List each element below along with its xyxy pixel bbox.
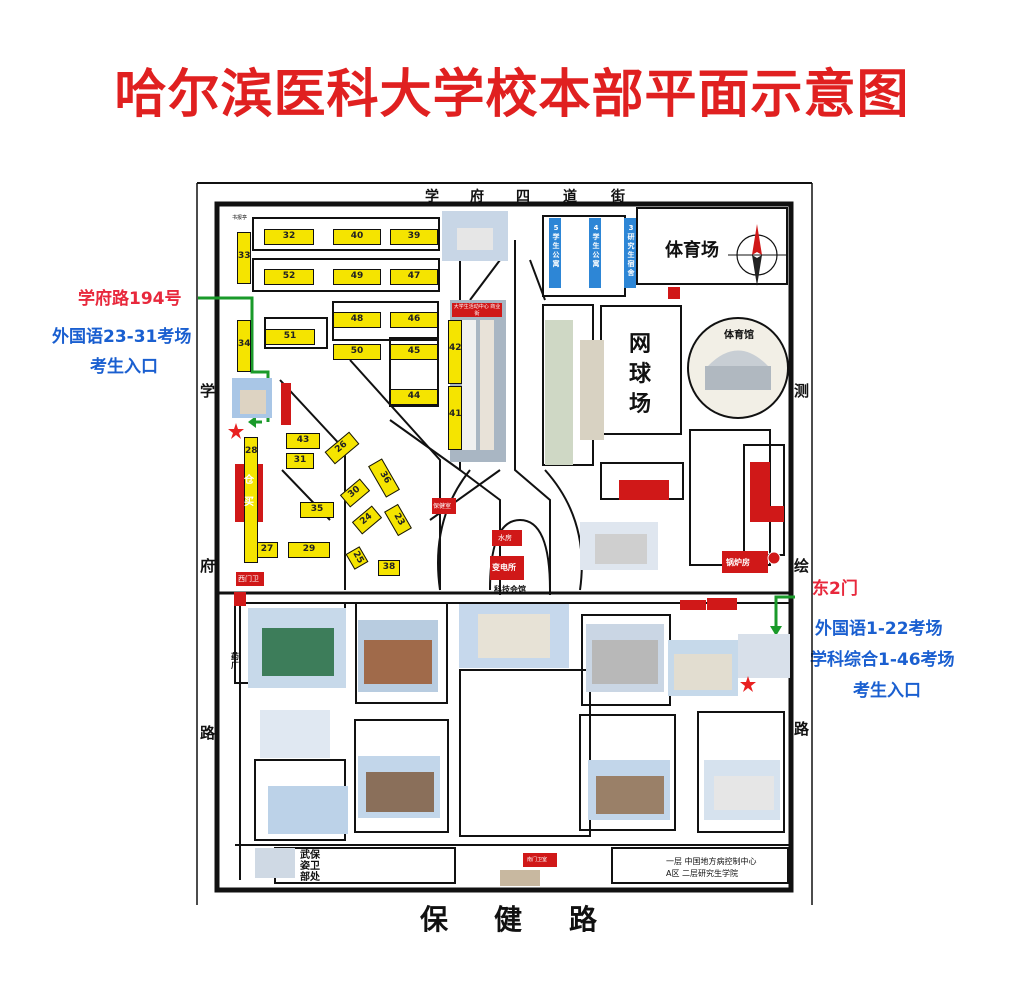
west-road-char-1: 学 — [200, 382, 216, 400]
water-label: 水房 — [498, 534, 512, 542]
building-31: 31 — [286, 453, 314, 469]
building-51: 51 — [265, 329, 315, 345]
east-gate-entrance: 考生入口 — [853, 681, 921, 701]
tennis-court-label: 网 球 场 — [628, 332, 651, 417]
east-gate-rooms-2: 学科综合1-46考场 — [810, 650, 955, 670]
building-46: 46 — [390, 312, 438, 328]
north-road-char-5: 街 — [611, 189, 625, 205]
pharmacy-label: 药厂 — [231, 652, 239, 670]
south-road-char-1: 保 — [420, 903, 449, 936]
west-road-char-2: 府 — [200, 557, 216, 575]
building-47: 47 — [390, 269, 438, 285]
west-gate-entrance: 考生入口 — [90, 357, 158, 377]
north-road-char-2: 府 — [470, 189, 484, 205]
east-road-char-2: 绘 — [794, 557, 810, 575]
west-gate-address: 学府路194号 — [78, 289, 182, 309]
warehouse-label: 仓 买 — [244, 475, 254, 508]
bookstore-label: 书报亭 — [232, 215, 248, 221]
building-39: 39 — [390, 229, 438, 245]
building-42: 42 — [448, 320, 462, 384]
boiler-label: 锅炉房 — [726, 558, 750, 567]
east-gate-rooms-1: 外国语1-22考场 — [815, 619, 943, 639]
dorm-5-label: 5 学生公寓 — [552, 224, 560, 268]
east-road-char-3: 路 — [794, 720, 810, 738]
gym-label: 体育馆 — [724, 330, 754, 341]
building-34: 34 — [237, 320, 251, 372]
legend-line-2: A区 二层研究生学院 — [666, 869, 739, 878]
student-center-label: 大学生活动中心 商业街 — [452, 303, 502, 317]
building-45: 45 — [390, 344, 438, 360]
health-room-label: 保健室 — [433, 503, 452, 510]
dorm-3-label: 3 研究生宿舍 — [627, 224, 635, 277]
power-label: 变电所 — [492, 563, 516, 572]
west-guard-label: 西门卫 — [238, 575, 259, 583]
building-38: 38 — [378, 560, 400, 576]
building-43: 43 — [286, 433, 320, 449]
south-road-char-3: 路 — [569, 903, 598, 936]
building-33: 33 — [237, 232, 251, 284]
building-49: 49 — [333, 269, 381, 285]
security-office-label: 武保 姿卫 部处 — [300, 850, 320, 883]
building-28: 28 — [244, 437, 258, 563]
hall-label: 科技会馆 — [494, 585, 526, 594]
east-road-char-1: 测 — [794, 382, 810, 400]
red-building-west — [281, 383, 291, 425]
legend-line-1: 一层 中国地方病控制中心 — [666, 857, 757, 866]
building-32: 32 — [264, 229, 314, 245]
stadium-label: 体育场 — [665, 240, 719, 261]
north-road-char-4: 道 — [563, 189, 577, 205]
north-road-char-1: 学 — [425, 189, 439, 205]
building-27: 27 — [256, 542, 278, 558]
dorm-4-label: 4 学生公寓 — [592, 224, 600, 268]
building-44: 44 — [390, 389, 438, 405]
west-gate-rooms: 外国语23-31考场 — [52, 327, 192, 347]
building-29: 29 — [288, 542, 330, 558]
west-road-char-3: 路 — [200, 724, 216, 742]
building-48: 48 — [333, 312, 381, 328]
building-41: 41 — [448, 386, 462, 450]
south-road-char-2: 健 — [494, 903, 523, 936]
east-gate-name: 东2门 — [812, 579, 858, 599]
page-title: 哈尔滨医科大学校本部平面示意图 — [114, 65, 910, 125]
building-52: 52 — [264, 269, 314, 285]
building-40: 40 — [333, 229, 381, 245]
building-50: 50 — [333, 344, 381, 360]
south-guard-label: 南门卫室 — [527, 857, 548, 863]
building-35: 35 — [300, 502, 334, 518]
north-road-char-3: 四 — [516, 189, 530, 205]
